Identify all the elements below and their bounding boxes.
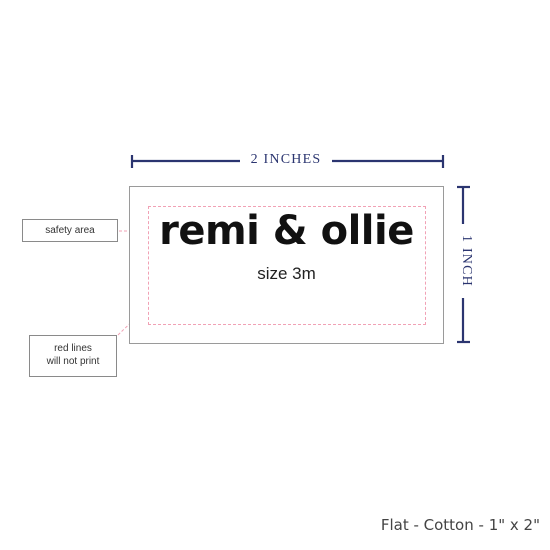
label-preview bbox=[129, 186, 444, 344]
height-dimension: 1 INCH bbox=[446, 226, 486, 296]
label-size-text: size 3m bbox=[257, 264, 316, 283]
height-dimension-line bbox=[457, 185, 470, 344]
red-lines-callout-line2: will not print bbox=[46, 356, 100, 367]
red-lines-callout-line1: red lines bbox=[54, 343, 92, 354]
safety-area-boundary bbox=[148, 206, 426, 325]
label-name-text: remi & ollie bbox=[159, 208, 414, 254]
product-spec-text: Flat - Cotton - 1" x 2" bbox=[380, 516, 540, 534]
red-lines-callout: red lines will not print bbox=[29, 335, 117, 377]
height-dimension-label: 1 INCH bbox=[458, 233, 475, 289]
safety-area-callout: safety area bbox=[22, 219, 118, 242]
safety-area-callout-text: safety area bbox=[45, 225, 95, 236]
width-dimension-line bbox=[130, 155, 445, 168]
